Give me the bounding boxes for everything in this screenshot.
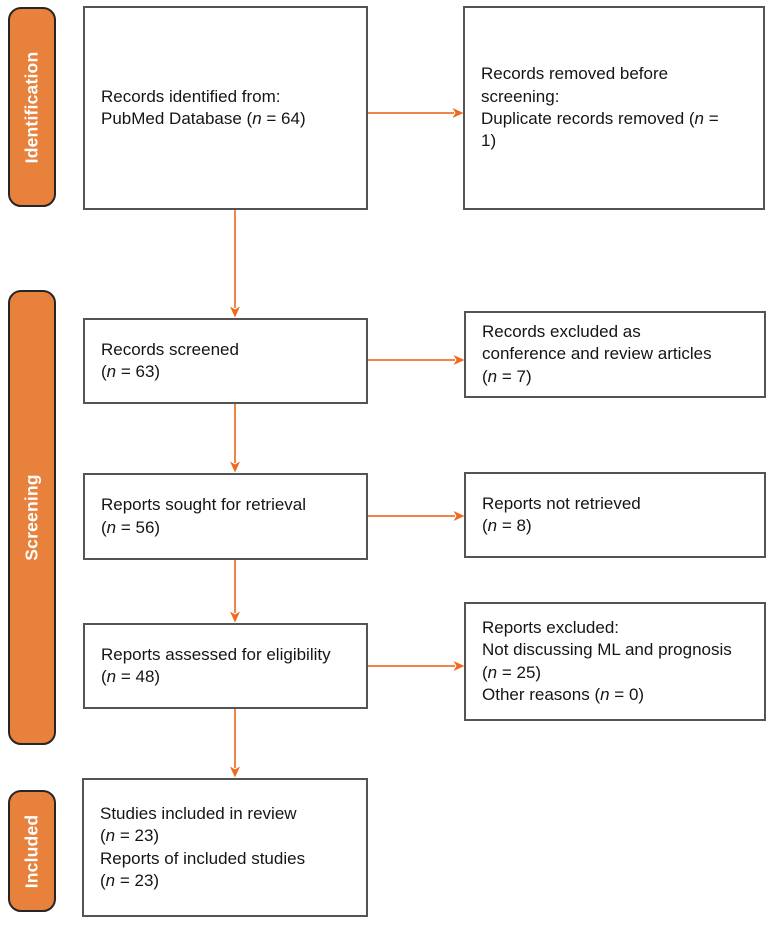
box-text-line: (n = 25): [482, 662, 756, 684]
n-variable: n: [487, 662, 498, 682]
box-text-line: Records removed before: [481, 63, 755, 85]
text-segment: (: [100, 870, 106, 890]
n-variable: n: [106, 517, 117, 537]
box-records-screened: Records screened (n = 63): [83, 318, 368, 404]
n-variable: n: [105, 870, 116, 890]
text-segment: Records identified from:: [101, 86, 281, 106]
stage-label-identification: Identification: [8, 7, 56, 207]
stage-label-text: Screening: [21, 474, 42, 561]
text-segment: (: [101, 517, 107, 537]
n-variable: n: [105, 826, 116, 846]
n-variable: n: [487, 366, 498, 386]
n-variable: n: [694, 109, 704, 128]
box-text-line: Reports assessed for eligibility: [101, 644, 358, 666]
text-segment: Reports excluded:: [482, 617, 620, 637]
box-studies-included: Studies included in review (n = 23) Repo…: [82, 778, 368, 917]
text-segment: (: [482, 662, 488, 682]
box-text-line: Duplicate records removed (n =: [481, 108, 755, 130]
text-segment: Not discussing ML and prognosis: [482, 640, 732, 660]
text-segment: Reports assessed for eligibility: [101, 644, 331, 664]
box-text-line: PubMed Database (n = 64): [101, 108, 358, 130]
box-text-line: 1): [481, 130, 755, 152]
box-records-identified: Records identified from: PubMed Database…: [83, 6, 368, 210]
stage-label-text: Identification: [21, 51, 42, 163]
text-segment: = 23): [115, 870, 160, 890]
box-text-line: Records identified from:: [101, 86, 358, 108]
box-text-line: Reports sought for retrieval: [101, 494, 358, 516]
stage-label-text: Included: [21, 814, 42, 888]
text-segment: (: [482, 366, 488, 386]
text-segment: (: [100, 826, 106, 846]
box-reports-assessed: Reports assessed for eligibility (n = 48…: [83, 623, 368, 709]
box-text-line: Reports excluded:: [482, 617, 756, 639]
box-text-line: (n = 8): [482, 515, 756, 537]
box-text-line: conference and review articles: [482, 343, 756, 365]
stage-label-screening: Screening: [8, 290, 56, 745]
box-text-line: (n = 23): [100, 825, 358, 847]
text-segment: = 23): [115, 826, 160, 846]
text-segment: screening:: [481, 86, 560, 106]
box-text-line: Records screened: [101, 339, 358, 361]
box-reports-excluded-reasons: Reports excluded: Not discussing ML and …: [464, 602, 766, 721]
box-reports-sought: Reports sought for retrieval (n = 56): [83, 473, 368, 560]
text-segment: = 7): [497, 366, 532, 386]
box-text-line: Other reasons (n = 0): [482, 684, 756, 706]
text-segment: = 8): [497, 516, 532, 535]
box-text-line: Not discussing ML and prognosis: [482, 639, 756, 661]
text-segment: Other reasons (: [482, 684, 601, 704]
text-segment: Reports of included studies: [100, 848, 306, 868]
n-variable: n: [106, 362, 117, 381]
box-text-line: (n = 63): [101, 361, 358, 383]
n-variable: n: [252, 109, 262, 128]
box-text-line: Reports of included studies: [100, 848, 358, 870]
text-segment: PubMed Database (: [101, 109, 253, 128]
text-segment: (: [101, 362, 107, 381]
text-segment: 1): [481, 131, 497, 151]
box-text-line: screening:: [481, 86, 755, 108]
box-text-line: (n = 23): [100, 870, 358, 892]
box-records-excluded-conference: Records excluded as conference and revie…: [464, 311, 766, 398]
text-segment: Records excluded as: [482, 321, 641, 341]
n-variable: n: [487, 516, 498, 535]
text-segment: = 0): [609, 684, 645, 704]
text-segment: (: [482, 516, 488, 535]
text-segment: =: [704, 109, 719, 128]
text-segment: = 48): [116, 667, 161, 686]
box-text-line: Records excluded as: [482, 321, 756, 343]
box-text-line: Studies included in review: [100, 803, 358, 825]
box-text-line: (n = 48): [101, 666, 358, 688]
text-segment: = 25): [497, 662, 542, 682]
box-text-line: (n = 56): [101, 517, 358, 539]
box-text-line: (n = 7): [482, 366, 756, 388]
text-segment: Reports sought for retrieval: [101, 495, 307, 515]
text-segment: = 64): [261, 109, 306, 128]
box-records-removed: Records removed before screening: Duplic…: [463, 6, 765, 210]
text-segment: conference and review articles: [482, 344, 712, 364]
stage-label-included: Included: [8, 790, 56, 912]
n-variable: n: [106, 667, 117, 686]
text-segment: Studies included in review: [100, 803, 297, 823]
text-segment: Records screened: [101, 339, 239, 359]
text-segment: (: [101, 667, 107, 686]
text-segment: Reports not retrieved: [482, 493, 641, 513]
box-text-line: Reports not retrieved: [482, 493, 756, 515]
box-reports-not-retrieved: Reports not retrieved (n = 8): [464, 472, 766, 558]
text-segment: = 63): [116, 362, 161, 381]
n-variable: n: [600, 684, 610, 704]
text-segment: Duplicate records removed (: [481, 109, 695, 128]
text-segment: = 56): [116, 517, 161, 537]
text-segment: Records removed before: [481, 64, 669, 84]
